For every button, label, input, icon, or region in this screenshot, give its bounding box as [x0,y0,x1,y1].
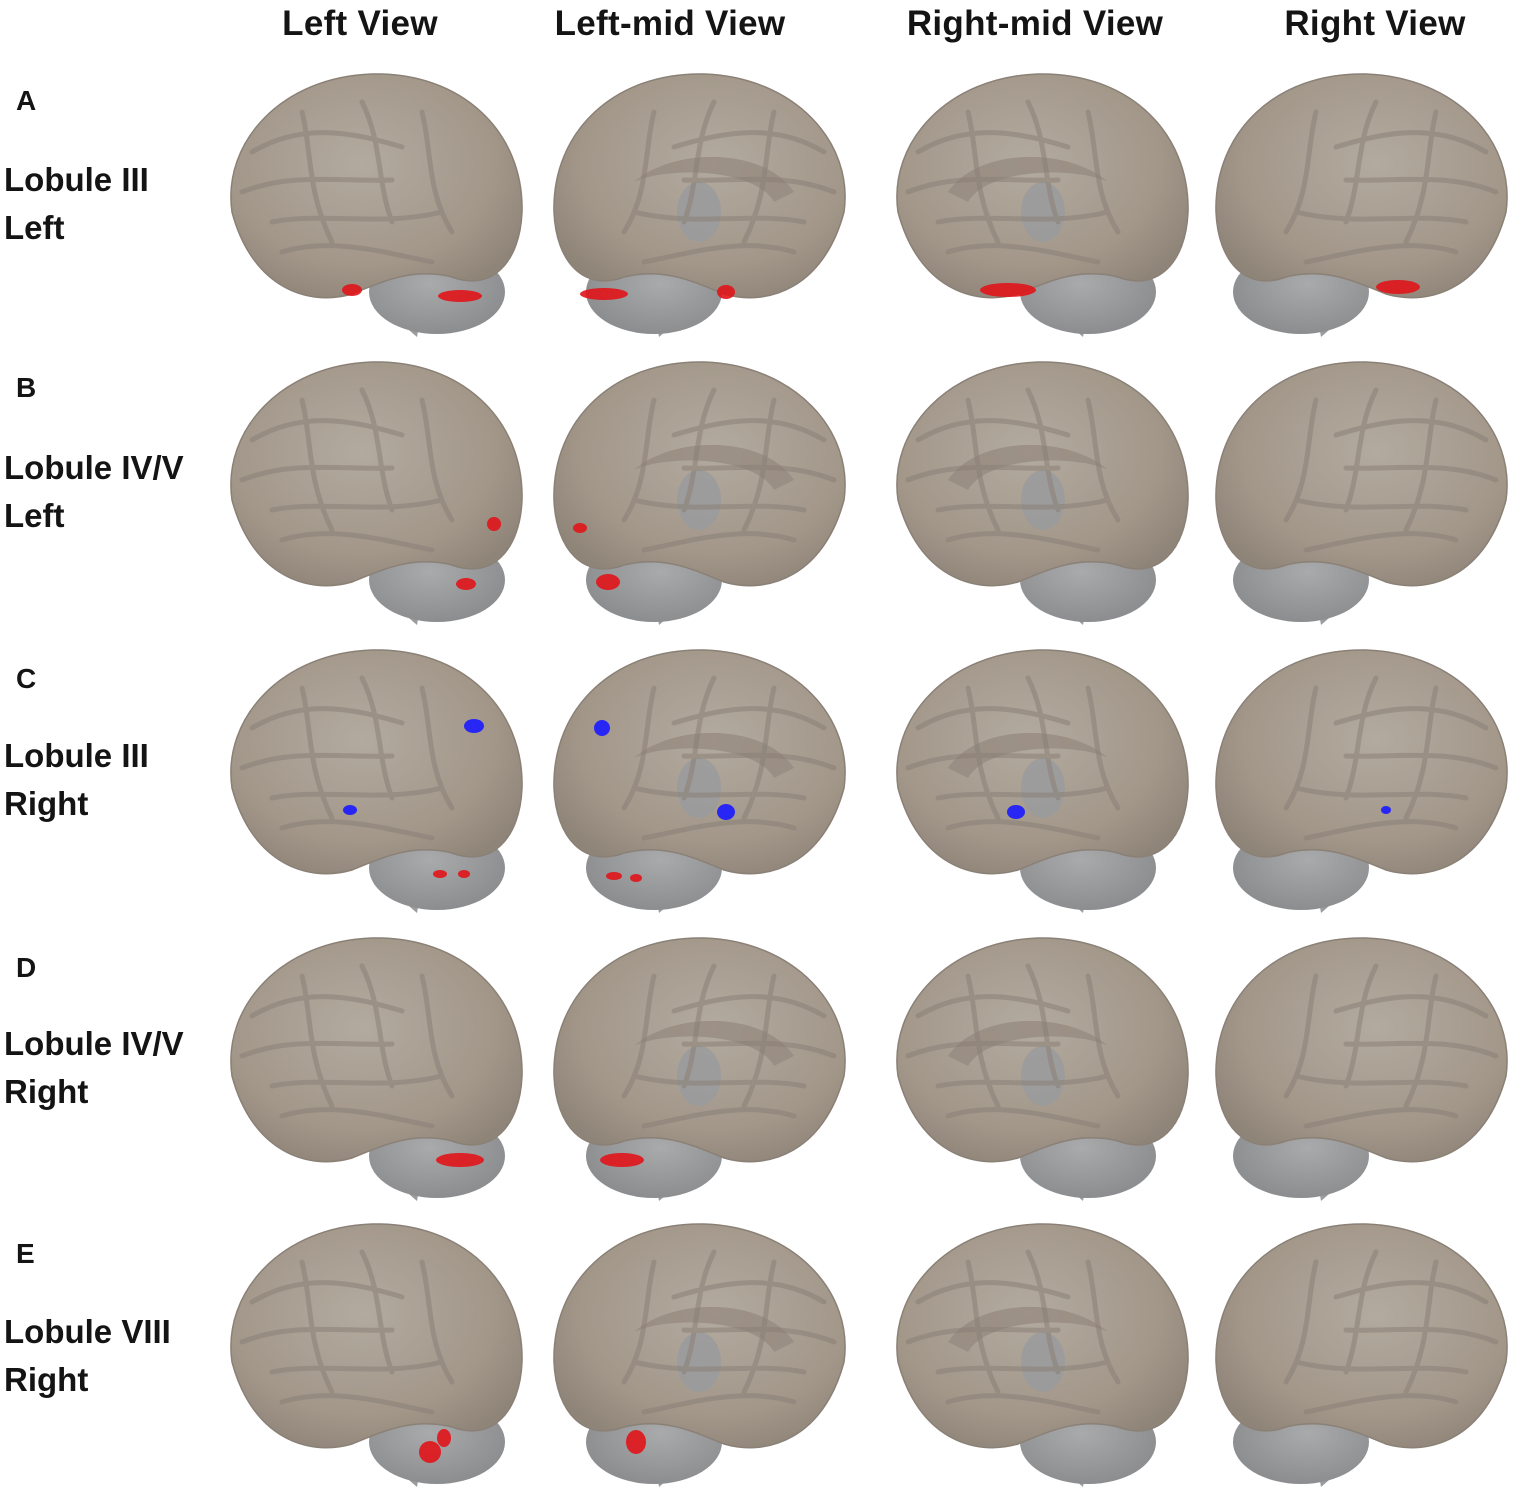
brain-render-c-left-mid-view [546,638,864,918]
red-cluster-marker [980,283,1036,297]
column-header-right-mid-view: Right-mid View [906,4,1164,43]
blue-cluster-marker [464,719,484,733]
cortex-shape [230,361,523,587]
row-label-b-line1: Lobule IV/V [4,449,184,486]
red-cluster-marker [573,523,587,533]
row-letter-b: B [16,372,37,403]
row-letter-a: A [16,85,37,116]
brain-render-d-right-view [1208,926,1526,1206]
blue-cluster-marker [594,720,610,736]
brain-render-d-right-mid-view [878,926,1196,1206]
cortex-shape [230,73,523,299]
red-cluster-marker [419,1441,441,1463]
row-label-e-line1: Lobule VIII [4,1313,171,1350]
brain-render-c-right-view [1208,638,1526,918]
blue-cluster-marker [717,804,735,820]
row-label-e-line2: Right [4,1361,89,1398]
row-letter-d: D [16,952,37,983]
red-cluster-marker [596,574,620,590]
row-label-b: Lobule IV/V Left [4,444,219,540]
brain-render-a-left-mid-view [546,62,864,342]
row-letter-c: C [16,663,37,694]
brain-render-e-right-view [1208,1212,1526,1492]
blue-cluster-marker [1007,805,1025,819]
brain-render-a-right-view [1208,62,1526,342]
row-label-a-line1: Lobule III [4,161,149,198]
red-cluster-marker [580,288,628,300]
brain-render-b-right-mid-view [878,350,1196,630]
red-cluster-marker [342,284,362,296]
cortex-shape [1215,1223,1508,1449]
column-header-left-view: Left View [282,4,438,43]
brain-render-e-right-mid-view [878,1212,1196,1492]
blue-cluster-marker [1381,806,1391,814]
cortex-shape [1215,649,1508,875]
row-label-a-line2: Left [4,209,65,246]
brain-render-a-right-mid-view [878,62,1196,342]
red-cluster-marker [717,285,735,299]
brain-render-b-left-mid-view [546,350,864,630]
cortex-shape [230,649,523,875]
red-cluster-marker [456,578,476,590]
red-cluster-marker [438,290,482,302]
row-label-c: Lobule III Right [4,732,219,828]
brain-render-c-left-view [212,638,530,918]
blue-cluster-marker [343,805,357,815]
red-cluster-marker [433,870,447,878]
column-header-left-mid-view: Left-mid View [554,4,786,43]
cortex-shape [230,1223,523,1449]
red-cluster-marker [436,1153,484,1167]
red-cluster-marker [600,1153,644,1167]
brain-render-b-left-view [212,350,530,630]
row-label-d-line1: Lobule IV/V [4,1025,184,1062]
red-cluster-marker [487,517,501,531]
row-label-d-line2: Right [4,1073,89,1110]
row-letter-e: E [16,1238,35,1269]
red-cluster-marker [626,1430,646,1454]
cortex-shape [1215,361,1508,587]
brain-render-d-left-view [212,926,530,1206]
row-label-a: Lobule III Left [4,156,219,252]
brain-render-e-left-view [212,1212,530,1492]
row-label-b-line2: Left [4,497,65,534]
brain-render-d-left-mid-view [546,926,864,1206]
cortex-shape [230,937,523,1163]
brain-render-a-left-view [212,62,530,342]
brain-render-b-right-view [1208,350,1526,630]
brain-render-e-left-mid-view [546,1212,864,1492]
cortex-shape [1215,73,1508,299]
red-cluster-marker [606,872,622,880]
red-cluster-marker [630,874,642,882]
row-label-d: Lobule IV/V Right [4,1020,219,1116]
red-cluster-marker [437,1429,451,1447]
row-label-c-line1: Lobule III [4,737,149,774]
row-label-c-line2: Right [4,785,89,822]
red-cluster-marker [458,870,470,878]
brain-render-c-right-mid-view [878,638,1196,918]
row-label-e: Lobule VIII Right [4,1308,219,1404]
red-cluster-marker [1376,280,1420,294]
cortex-shape [1215,937,1508,1163]
column-header-right-view: Right View [1284,4,1466,43]
